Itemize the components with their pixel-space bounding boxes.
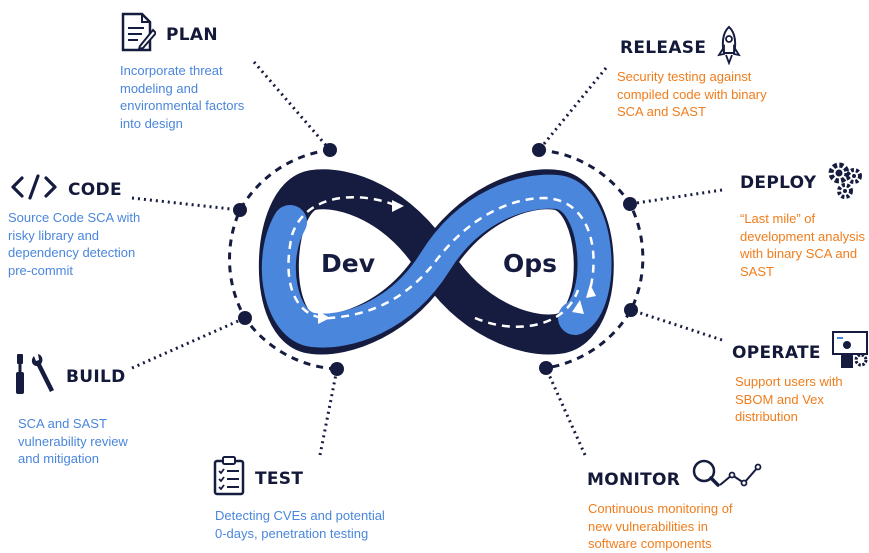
stage-deploy: DEPLOY	[740, 160, 866, 205]
flow-dashed-line-2	[474, 289, 580, 328]
connector-plan	[252, 61, 332, 151]
operator-screen-icon	[831, 330, 869, 375]
stage-title-build: BUILD	[66, 366, 126, 387]
desc-line: SBOM and Vex	[735, 391, 824, 407]
desc-line: Continuous monitoring of	[588, 501, 733, 516]
left-dashed-arc	[228, 148, 338, 371]
desc-line: compiled code with binary	[617, 86, 767, 102]
desc-operate: Support users with SBOM and Vex distribu…	[735, 373, 843, 426]
stage-operate: OPERATE	[732, 330, 869, 375]
infinity-blue-band-left	[261, 205, 330, 347]
desc-plan: Incorporate threat modeling and environm…	[120, 62, 244, 132]
ops-label: Ops	[503, 249, 557, 278]
desc-line: environmental factors	[120, 98, 245, 113]
desc-line: “Last mile” of	[740, 211, 816, 226]
desc-line: Source Code SCA with	[8, 210, 141, 225]
rocket-icon	[716, 25, 742, 70]
desc-line: dependency detection	[8, 245, 136, 260]
dot-release	[532, 143, 546, 157]
stage-test: TEST	[213, 456, 303, 501]
desc-line: SCA and SAST	[18, 416, 107, 431]
dev-label: Dev	[321, 249, 375, 278]
desc-build: SCA and SAST vulnerability review and mi…	[18, 415, 128, 468]
desc-monitor: Continuous monitoring of new vulnerabili…	[588, 500, 733, 553]
dot-test	[330, 362, 344, 376]
document-edit-icon	[120, 12, 158, 57]
connector-deploy	[629, 188, 723, 206]
dot-operate	[624, 303, 638, 317]
desc-deploy: “Last mile” of development analysis with…	[740, 210, 865, 280]
stage-title-operate: OPERATE	[732, 342, 821, 363]
desc-test: Detecting CVEs and potential 0-days, pen…	[215, 507, 385, 542]
connector-code	[131, 196, 241, 212]
stage-title-test: TEST	[255, 468, 304, 489]
connector-monitor	[544, 367, 587, 456]
flow-arrow-bottom-left	[318, 311, 330, 324]
dot-monitor	[539, 361, 553, 375]
right-dashed-arc	[538, 148, 645, 370]
stage-title-plan: PLAN	[166, 24, 218, 45]
code-brackets-icon	[10, 174, 58, 205]
magnifier-graph-icon	[690, 457, 762, 502]
desc-line: Incorporate threat	[120, 63, 223, 78]
desc-line: development analysis	[740, 228, 866, 244]
desc-line: SAST	[740, 263, 774, 279]
flow-arrow-bottom-right	[572, 300, 584, 314]
stage-title-release: RELEASE	[620, 37, 707, 58]
connector-build	[131, 316, 246, 370]
connector-operate	[630, 308, 723, 342]
desc-line: SCA and SAST	[617, 104, 706, 119]
stage-release: RELEASE	[620, 25, 742, 70]
dot-deploy	[623, 197, 637, 211]
desc-line: Detecting CVEs and potential	[215, 508, 385, 523]
flow-arrow-right	[586, 284, 596, 298]
desc-line: Security testing against	[617, 69, 752, 84]
flow-dashed-line-1	[287, 195, 595, 320]
stage-monitor: MONITOR	[587, 457, 762, 502]
dot-code	[233, 203, 247, 217]
desc-code: Source Code SCA with risky library and d…	[8, 209, 140, 279]
desc-line: distribution	[735, 409, 798, 424]
desc-release: Security testing against compiled code w…	[617, 68, 767, 121]
desc-line: with binary SCA and	[740, 246, 858, 261]
desc-line: pre-commit	[8, 262, 74, 278]
gears-icon	[826, 160, 866, 205]
desc-line: new vulnerabilities in	[588, 518, 708, 534]
desc-line: modeling and	[120, 80, 199, 96]
desc-line: vulnerability review	[18, 433, 128, 449]
stage-build: BUILD	[12, 352, 126, 401]
stage-title-deploy: DEPLOY	[740, 172, 817, 193]
desc-line: 0-days, penetration testing	[215, 525, 369, 541]
checklist-icon	[213, 456, 245, 501]
dot-build	[238, 311, 252, 325]
connector-test	[318, 368, 339, 456]
connector-release	[537, 67, 608, 151]
stage-title-monitor: MONITOR	[587, 469, 681, 490]
desc-line: risky library and	[8, 227, 100, 243]
desc-line: software components	[588, 536, 712, 551]
flow-arrow-left	[392, 200, 404, 212]
stage-plan: PLAN	[120, 12, 218, 57]
dot-plan	[323, 143, 337, 157]
stage-code: CODE	[10, 174, 122, 205]
stage-title-code: CODE	[68, 179, 122, 200]
desc-line: Support users with	[735, 374, 843, 389]
desc-line: into design	[120, 115, 183, 131]
desc-line: and mitigation	[18, 451, 99, 466]
tools-icon	[12, 352, 56, 401]
